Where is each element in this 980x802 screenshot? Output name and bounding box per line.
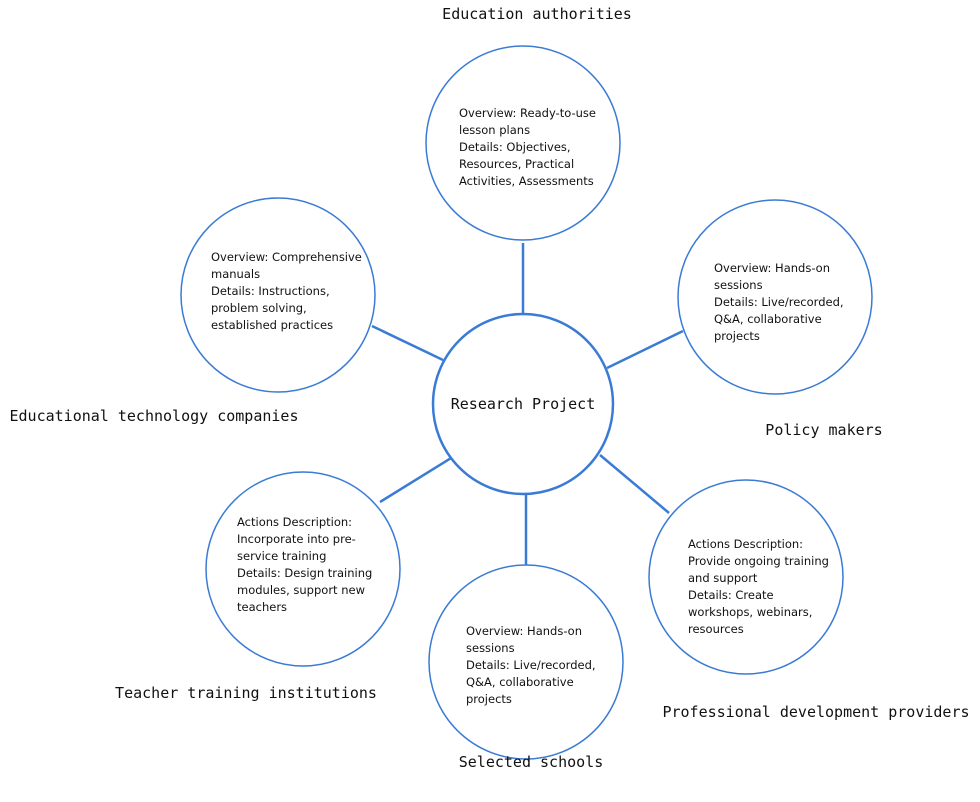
connector-educational-technology-companies [371, 324, 444, 362]
node-circle-education-authorities [425, 45, 621, 241]
group-label-educational-technology-companies: Educational technology companies [10, 407, 299, 425]
node-circle-teacher-training-institutions [205, 471, 401, 667]
connector-lines [371, 243, 684, 565]
group-label-teacher-training-institutions: Teacher training institutions [115, 684, 377, 702]
group-label-education-authorities: Education authorities [442, 5, 632, 23]
node-circle-selected-schools [428, 564, 624, 760]
group-label-professional-development-providers: Professional development providers [662, 703, 969, 721]
node-text-line: teachers [237, 600, 287, 614]
node-text-line: and support [688, 571, 758, 585]
center-node: Research Project [431, 312, 615, 496]
node-circle-professional-development-providers [648, 479, 844, 675]
group-label-policy-makers: Policy makers [765, 421, 882, 439]
node-text-line: service training [237, 549, 326, 563]
node-text-line: sessions [466, 641, 515, 655]
node-text-line: Incorporate into pre- [237, 532, 356, 546]
node-text-line: Actions Description: [688, 537, 803, 551]
node-text-line: Actions Description: [237, 515, 352, 529]
node-text-line: lesson plans [459, 123, 530, 137]
node-text-line: Details: Instructions, [211, 284, 330, 298]
node-circle-policy-makers [677, 199, 873, 395]
node-teacher-training-institutions: Actions Description: Incorporate into pre… [205, 471, 401, 667]
node-text-line: Details: Live/recorded, [714, 295, 844, 309]
node-text-line: projects [714, 329, 760, 343]
node-text-line: modules, support new [237, 583, 365, 597]
node-text-line: Q&A, collaborative [466, 675, 574, 689]
node-text-line: problem solving, [211, 301, 307, 315]
node-text-line: Overview: Ready-to-use [459, 106, 596, 120]
node-text-line: Details: Design training [237, 566, 372, 580]
node-text-line: projects [466, 692, 512, 706]
node-text-line: Details: Objectives, [459, 140, 571, 154]
center-circle [431, 312, 615, 496]
node-text-line: Activities, Assessments [459, 174, 594, 188]
outer-nodes: Overview: Ready-to-use lesson plansDetail… [180, 45, 873, 760]
node-text-line: Details: Live/recorded, [466, 658, 596, 672]
node-text-line: resources [688, 622, 744, 636]
node-text-line: Overview: Comprehensive [211, 250, 362, 264]
node-text-line: established practices [211, 318, 333, 332]
node-text-line: sessions [714, 278, 763, 292]
node-text-line: Provide ongoing training [688, 554, 829, 568]
node-text-line: Overview: Hands-on [714, 261, 830, 275]
connector-professional-development-providers [599, 454, 670, 514]
group-label-selected-schools: Selected schools [459, 753, 604, 771]
node-text-line: Q&A, collaborative [714, 312, 822, 326]
node-professional-development-providers: Actions Description: Provide ongoing trai… [648, 479, 844, 675]
connector-teacher-training-institutions [379, 456, 452, 504]
center-label: Research Project [451, 395, 596, 413]
connector-policy-makers [606, 329, 684, 370]
node-text-line: Resources, Practical [459, 157, 574, 171]
node-education-authorities: Overview: Ready-to-use lesson plansDetail… [425, 45, 621, 241]
node-text-line: Details: Create [688, 588, 774, 602]
node-circle-educational-technology-companies [180, 197, 376, 393]
node-text-line: workshops, webinars, [688, 605, 812, 619]
node-text-line: Overview: Hands-on [466, 624, 582, 638]
node-text-line: manuals [211, 267, 260, 281]
